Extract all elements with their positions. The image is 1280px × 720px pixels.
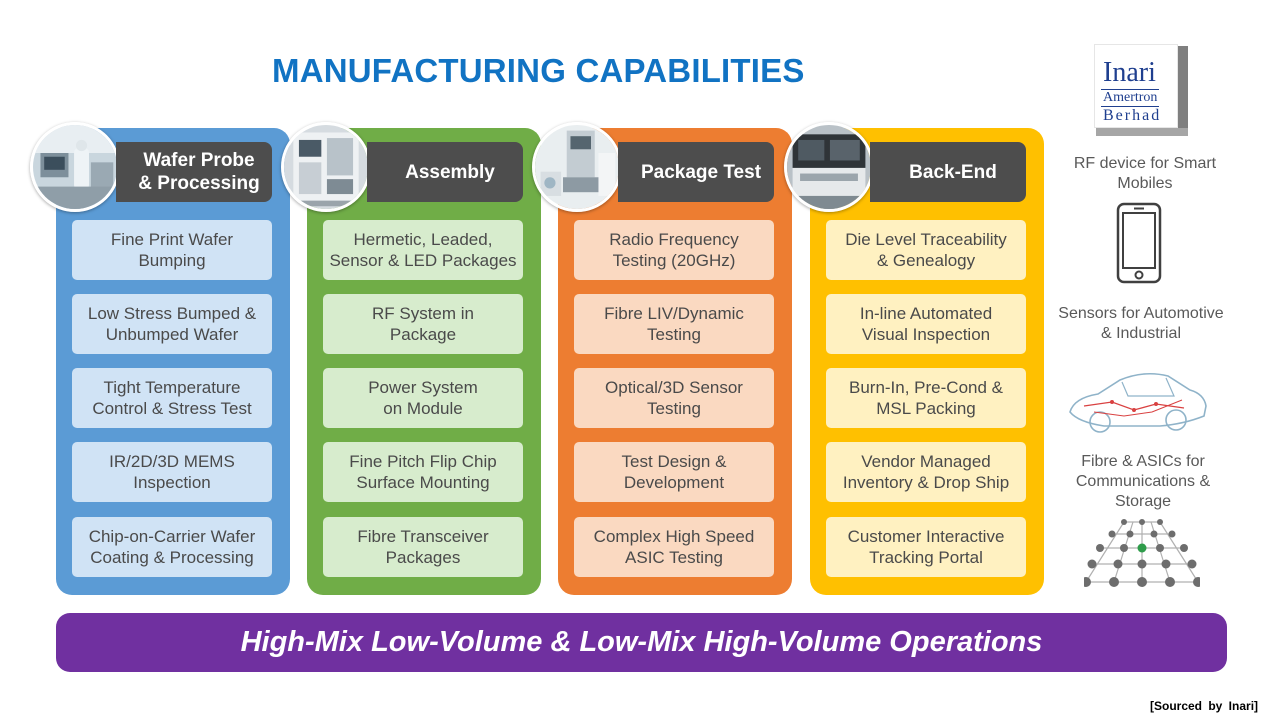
car-sensor-icon xyxy=(1069,372,1207,433)
capability-item: Optical/3D Sensor Testing xyxy=(574,368,774,428)
capability-item: Tight Temperature Control & Stress Test xyxy=(72,368,272,428)
company-logo: Inari Amertron Berhad xyxy=(1094,44,1188,136)
page-title: MANUFACTURING CAPABILITIES xyxy=(272,52,805,89)
column-assembly: Assembly Hermetic, Leaded, Sensor & LED … xyxy=(281,122,541,595)
source-note: [Sourced by Inari] xyxy=(1150,699,1259,713)
logo-shadow xyxy=(1096,128,1188,136)
capability-item: Hermetic, Leaded, Sensor & LED Packages xyxy=(323,220,523,280)
application-label-rf: RF device for Smart Mobiles xyxy=(1073,155,1217,192)
capability-item: Fibre LIV/Dynamic Testing xyxy=(574,294,774,354)
wafer-lab-photo xyxy=(30,122,120,212)
operations-banner: High-Mix Low-Volume & Low-Mix High-Volum… xyxy=(56,613,1227,672)
capability-item: Low Stress Bumped & Unbumped Wafer xyxy=(72,294,272,354)
logo-text-berhad: Berhad xyxy=(1103,107,1162,124)
column-header: Wafer Probe & Processing xyxy=(116,142,272,202)
capability-item: IR/2D/3D MEMS Inspection xyxy=(72,442,272,502)
application-label-fibre: Fibre & ASICs for Communications & Stora… xyxy=(1075,453,1211,510)
application-label-sensors: Sensors for Automotive & Industrial xyxy=(1058,305,1224,342)
back-end-machine-photo xyxy=(784,122,874,212)
capability-item: Fine Pitch Flip Chip Surface Mounting xyxy=(323,442,523,502)
capability-item: Customer Interactive Tracking Portal xyxy=(826,517,1026,577)
column-header: Back-End xyxy=(870,142,1026,202)
capability-item: Die Level Traceability & Genealogy xyxy=(826,220,1026,280)
logo-text-amertron: Amertron xyxy=(1101,89,1160,107)
capability-item: Complex High Speed ASIC Testing xyxy=(574,517,774,577)
assembly-machine-photo xyxy=(281,122,371,212)
capability-item: Fine Print Wafer Bumping xyxy=(72,220,272,280)
smartphone-icon xyxy=(1116,202,1162,284)
logo-shadow xyxy=(1178,46,1188,136)
capability-item: Fibre Transceiver Packages xyxy=(323,517,523,577)
capability-item: Vendor Managed Inventory & Drop Ship xyxy=(826,442,1026,502)
column-header: Package Test xyxy=(618,142,774,202)
logo-text-inari: Inari xyxy=(1103,57,1156,88)
column-package-test: Package Test Radio Frequency Testing (20… xyxy=(532,122,792,595)
capability-item: Radio Frequency Testing (20GHz) xyxy=(574,220,774,280)
column-header: Assembly xyxy=(367,142,523,202)
test-equipment-photo xyxy=(532,122,622,212)
network-icon xyxy=(1084,519,1200,587)
capability-item: Power System on Module xyxy=(323,368,523,428)
logo-face: Inari Amertron Berhad xyxy=(1094,44,1178,128)
capability-item: In-line Automated Visual Inspection xyxy=(826,294,1026,354)
capability-item: Test Design & Development xyxy=(574,442,774,502)
capability-item: Burn-In, Pre-Cond & MSL Packing xyxy=(826,368,1026,428)
column-wafer-probe: Wafer Probe & Processing Fine Print Wafe… xyxy=(30,122,290,595)
capability-item: Chip-on-Carrier Wafer Coating & Processi… xyxy=(72,517,272,577)
column-back-end: Back-End Die Level Traceability & Geneal… xyxy=(784,122,1044,595)
capability-item: RF System in Package xyxy=(323,294,523,354)
